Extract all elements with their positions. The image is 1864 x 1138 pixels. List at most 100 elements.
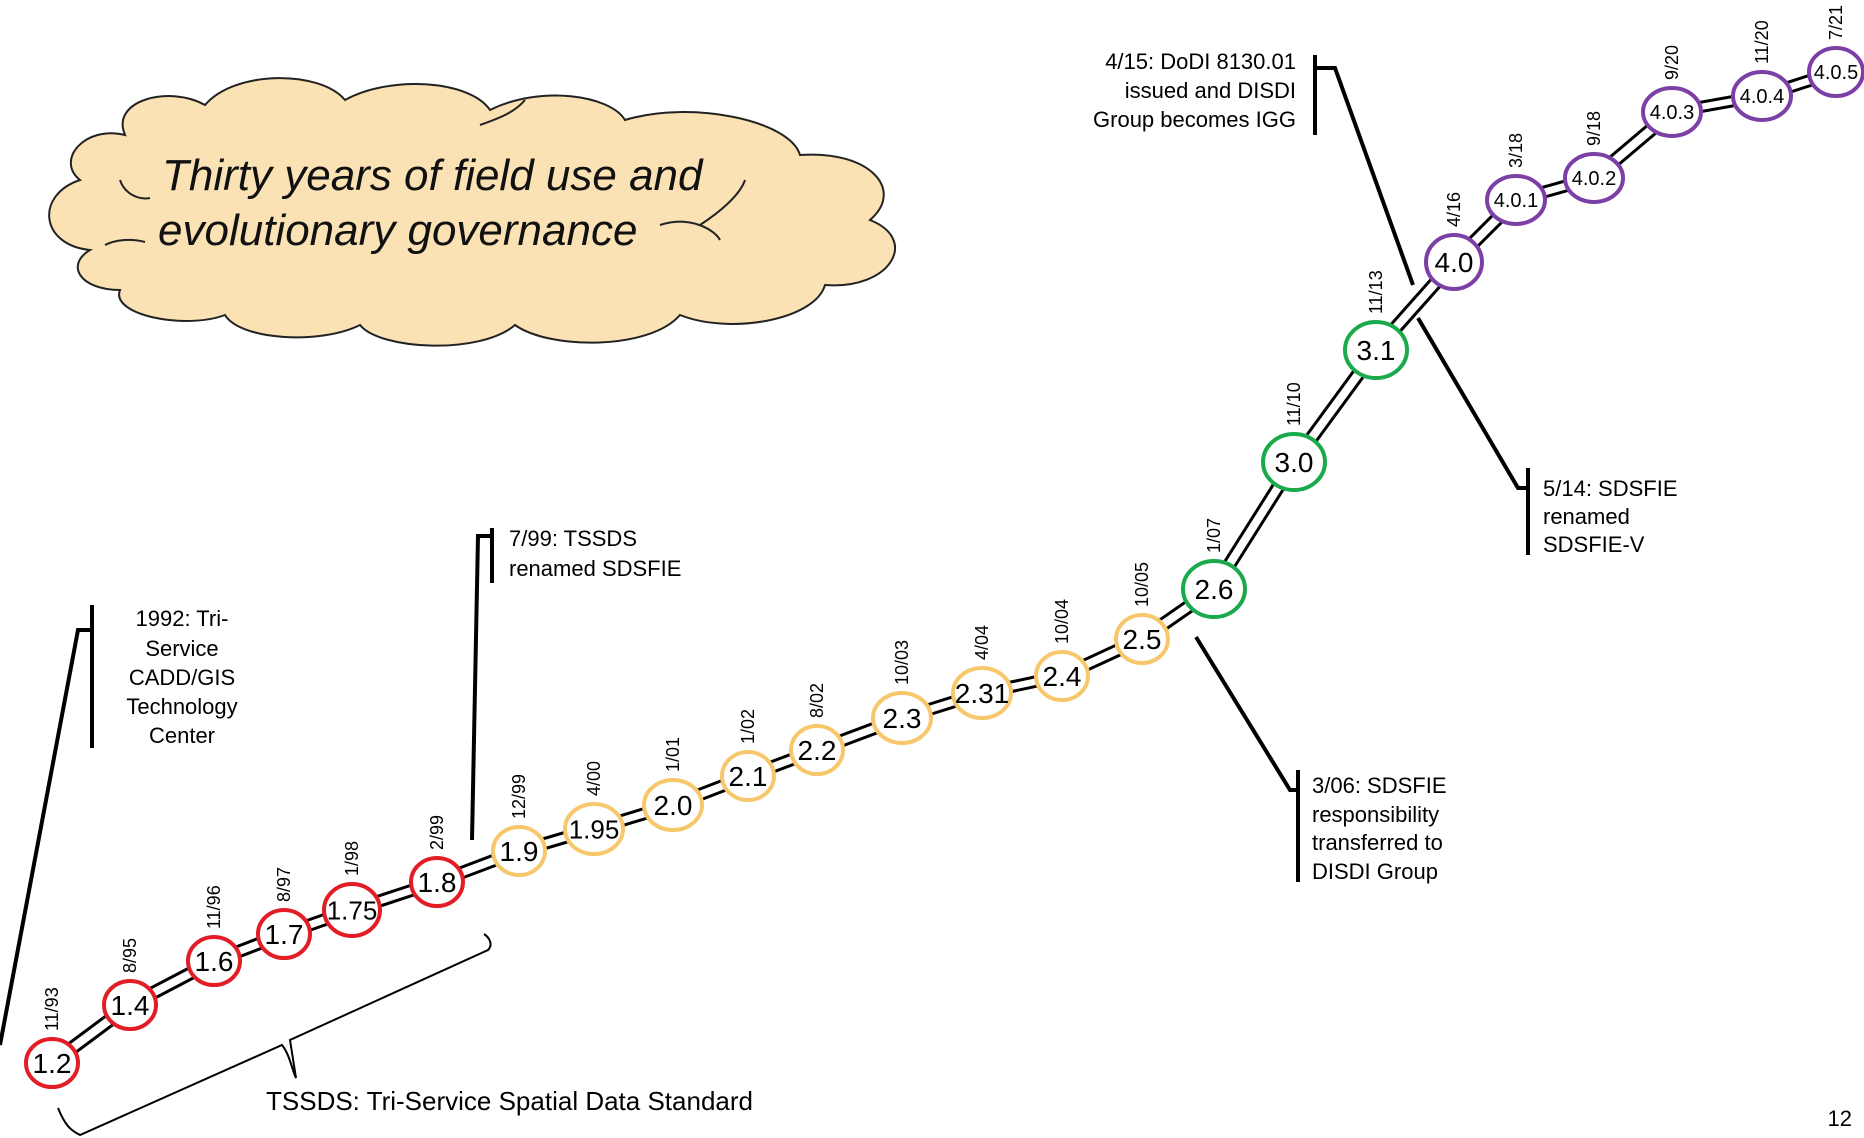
version-label: 1.75	[327, 895, 378, 925]
version-node: 2.2 8/02	[789, 683, 845, 776]
version-node: 4.0.57/21	[1807, 5, 1864, 98]
version-circle	[563, 802, 625, 856]
version-node: 1.78/97	[256, 867, 312, 960]
version-circle	[186, 935, 242, 987]
version-date: 1/07	[1204, 518, 1224, 553]
version-node: 4.0.3 9/20	[1641, 45, 1703, 138]
leader-tech-center	[0, 628, 92, 1046]
version-node: 2.01/01	[642, 737, 704, 832]
version-circle	[871, 691, 933, 745]
version-date: 11/20	[1752, 20, 1772, 64]
version-circle	[1807, 46, 1864, 98]
version-label: 1.4	[111, 990, 150, 1021]
note-sdsfie-v-line-2: renamed	[1543, 504, 1630, 529]
note-tech-center-line-1: 1992: Tri-	[136, 606, 229, 631]
version-date: 11/10	[1284, 382, 1304, 426]
version-date: 10/03	[892, 640, 912, 685]
version-circle	[491, 825, 547, 877]
note-sdsfie-v-line-1: 5/14: SDSFIE	[1543, 476, 1678, 501]
version-node: 4.0.4 11/20	[1731, 20, 1793, 122]
note-sdsfie-v-line-3: SDSFIE-V	[1543, 532, 1645, 557]
note-disdi-line-4: DISDI Group	[1312, 859, 1438, 884]
version-label: 3.0	[1275, 447, 1314, 478]
version-circle	[1034, 650, 1090, 702]
version-date: 1/02	[738, 709, 758, 744]
version-circle	[1424, 233, 1484, 291]
version-node: 1.75 1/98	[322, 841, 382, 938]
version-date: 9/20	[1662, 45, 1682, 80]
version-label: 2.1	[729, 761, 768, 792]
title-cloud: Thirty years of field use and evolutiona…	[48, 77, 897, 347]
cloud-curl	[104, 238, 146, 246]
version-date: 10/05	[1132, 562, 1152, 607]
note-disdi-line-3: transferred to	[1312, 830, 1443, 855]
version-date: 8/02	[807, 683, 827, 718]
version-date: 3/18	[1506, 133, 1526, 168]
version-label: 3.1	[1357, 335, 1396, 366]
page-number: 12	[1828, 1106, 1852, 1131]
version-circle	[322, 882, 382, 938]
version-date: 4/04	[972, 625, 992, 660]
version-circle	[951, 666, 1013, 720]
version-circle	[1563, 152, 1625, 204]
version-circle	[1114, 613, 1170, 665]
version-node: 3.1 11/13	[1343, 270, 1409, 380]
version-node: 4.04/16	[1424, 192, 1484, 291]
version-label: 4.0	[1435, 247, 1474, 278]
cloud-curl	[699, 179, 746, 226]
version-circle	[720, 750, 776, 802]
note-dodi-line-1: 4/15: DoDI 8130.01	[1105, 49, 1296, 74]
cloud-title-line-1: Thirty years of field use and	[162, 151, 704, 200]
cloud-title-line-2: evolutionary governance	[158, 206, 637, 255]
note-tech-center-line-4: Technology	[126, 694, 237, 719]
version-label: 2.4	[1043, 661, 1082, 692]
version-label: 4.0.2	[1572, 168, 1616, 190]
version-label: 2.3	[883, 703, 922, 734]
version-node: 2.31 4/04	[951, 625, 1013, 720]
version-node: 2.4 10/04	[1034, 599, 1090, 702]
note-tech-center-line-5: Center	[149, 723, 215, 748]
version-node: 4.0.29/18	[1563, 111, 1625, 204]
note-disdi-line-2: responsibility	[1312, 802, 1439, 827]
version-node: 4.0.13/18	[1485, 133, 1547, 226]
note-dodi-line-3: Group becomes IGG	[1093, 107, 1296, 132]
version-label: 2.2	[798, 735, 837, 766]
version-date: 11/13	[1366, 270, 1386, 314]
version-label: 2.31	[955, 678, 1010, 709]
version-node: 1.611/96	[186, 885, 242, 987]
version-node: 2.1 1/02	[720, 709, 776, 802]
version-node: 1.48/95	[102, 938, 158, 1031]
version-label: 1.2	[33, 1048, 72, 1079]
version-label: 2.5	[1123, 624, 1162, 655]
note-tech-center-line-3: CADD/GIS	[129, 665, 235, 690]
version-circle	[1731, 70, 1793, 122]
version-label: 4.0.3	[1650, 102, 1694, 124]
version-node: 1.2 11/93	[24, 987, 80, 1089]
cloud-curl	[659, 220, 721, 241]
version-label: 4.0.4	[1740, 86, 1784, 108]
version-date: 7/21	[1826, 5, 1846, 40]
annotation-lines	[0, 55, 1530, 1137]
version-circle	[1641, 86, 1703, 138]
version-date: 11/93	[42, 987, 62, 1031]
version-date: 1/98	[342, 841, 362, 876]
note-renamed-sdsfie-line-2: renamed SDSFIE	[509, 556, 681, 581]
version-label: 2.0	[654, 790, 693, 821]
cloud-shape	[48, 77, 897, 347]
version-circle	[256, 908, 312, 960]
version-label: 2.6	[1195, 574, 1234, 605]
leader-renamed-sdsfie	[470, 534, 492, 841]
note-renamed-sdsfie-line-1: 7/99: TSSDS	[509, 526, 637, 551]
note-disdi-line-1: 3/06: SDSFIE	[1312, 773, 1447, 798]
version-node: 1.954/00	[563, 761, 625, 856]
leader-sdsfie-v	[1416, 316, 1528, 490]
version-circle	[409, 856, 465, 908]
version-node: 2.5 10/05	[1114, 562, 1170, 665]
version-circle	[1181, 559, 1247, 619]
leader-disdi	[1194, 635, 1298, 792]
version-node: 1.82/99	[409, 815, 465, 908]
version-date: 8/97	[274, 867, 294, 902]
version-node: 1.912/99	[491, 774, 547, 877]
version-date: 10/04	[1052, 599, 1072, 644]
